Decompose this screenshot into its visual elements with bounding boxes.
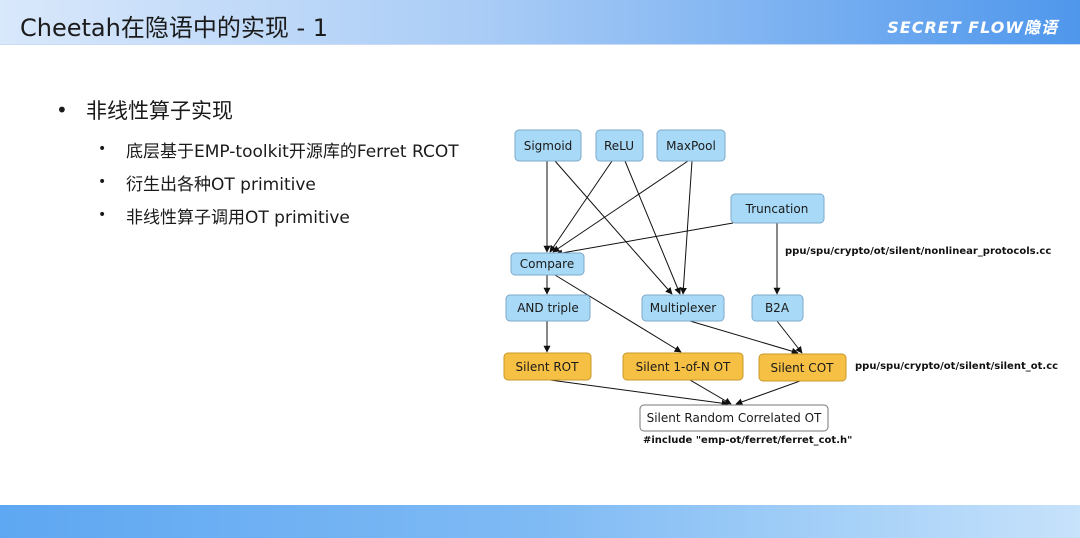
node-and-triple-label: AND triple — [517, 301, 579, 315]
node-silent-1-of-n: Silent 1-of-N OT — [622, 352, 744, 381]
diagram-edges — [543, 160, 803, 407]
edge-b2a-cot — [776, 320, 803, 354]
annotation-nonlinear-path: ppu/spu/crypto/ot/silent/nonlinear_proto… — [785, 246, 1051, 257]
edge-multiplexer-cot — [689, 320, 799, 355]
edge-cot-rcot — [735, 380, 801, 406]
node-relu-label: ReLU — [604, 139, 634, 153]
node-silent-rcot-label: Silent Random Correlated OT — [647, 411, 822, 425]
secretflow-logo: SECRET FLOW隐语 — [887, 18, 1058, 37]
edge-relu-multiplexer — [624, 160, 681, 295]
edge-maxpool-compare — [552, 160, 689, 253]
slide-title: Cheetah在隐语中的实现 - 1 — [20, 14, 329, 42]
bullet-dot-icon: • — [56, 98, 68, 122]
main-bullet: • 非线性算子实现 — [56, 94, 233, 126]
bullet-dot-icon: • — [98, 141, 107, 157]
sub-bullet-text: 底层基于EMP-toolkit开源库的Ferret RCOT — [126, 141, 459, 162]
node-silent-cot-label: Silent COT — [771, 361, 835, 375]
node-compare: Compare — [510, 252, 585, 276]
edge-compare-1ofn — [554, 274, 682, 353]
node-relu: ReLU — [595, 129, 644, 162]
node-b2a-label: B2A — [765, 301, 790, 315]
edge-1ofn-rcot — [689, 379, 732, 405]
annotation-silent-path: ppu/spu/crypto/ot/silent/silent_ot.cc — [855, 361, 1058, 372]
node-silent-rcot: Silent Random Correlated OT — [639, 404, 829, 432]
footer-bar — [0, 505, 1080, 538]
node-maxpool: MaxPool — [656, 129, 726, 162]
edge-rot-rcot — [549, 379, 729, 407]
node-maxpool-label: MaxPool — [666, 139, 716, 153]
node-and-triple: AND triple — [505, 294, 591, 322]
sub-bullet-text: 衍生出各种OT primitive — [126, 174, 316, 195]
node-multiplexer-label: Multiplexer — [650, 301, 717, 315]
node-silent-1-of-n-label: Silent 1-of-N OT — [636, 360, 731, 374]
node-multiplexer: Multiplexer — [641, 294, 725, 322]
edge-sigmoid-multiplexer — [554, 160, 673, 295]
node-truncation-label: Truncation — [745, 202, 809, 216]
node-silent-rot: Silent ROT — [503, 352, 592, 381]
node-compare-label: Compare — [520, 257, 574, 271]
node-silent-rot-label: Silent ROT — [516, 360, 580, 374]
edge-maxpool-multiplexer — [679, 160, 693, 295]
sub-bullet-text: 非线性算子调用OT primitive — [126, 207, 350, 228]
node-truncation: Truncation — [730, 193, 825, 224]
node-sigmoid-label: Sigmoid — [524, 139, 573, 153]
node-b2a: B2A — [751, 294, 804, 322]
bullet-list: • 非线性算子实现 — [56, 94, 233, 126]
header-bar: Cheetah在隐语中的实现 - 1 SECRET FLOW隐语 — [0, 0, 1080, 45]
bullet-dot-icon: • — [98, 207, 107, 223]
sub-bullet: • 衍生出各种OT primitive — [98, 170, 316, 195]
main-bullet-text: 非线性算子实现 — [86, 99, 233, 123]
sub-bullet: • 非线性算子调用OT primitive — [98, 203, 350, 228]
edge-relu-compare — [549, 160, 613, 253]
sub-bullet: • 底层基于EMP-toolkit开源库的Ferret RCOT — [98, 137, 459, 162]
bullet-dot-icon: • — [98, 174, 107, 190]
annotation-include: #include "emp-ot/ferret/ferret_cot.h" — [643, 435, 852, 446]
edge-truncation-compare — [555, 222, 734, 257]
node-silent-cot: Silent COT — [758, 353, 847, 382]
node-sigmoid: Sigmoid — [514, 129, 582, 162]
